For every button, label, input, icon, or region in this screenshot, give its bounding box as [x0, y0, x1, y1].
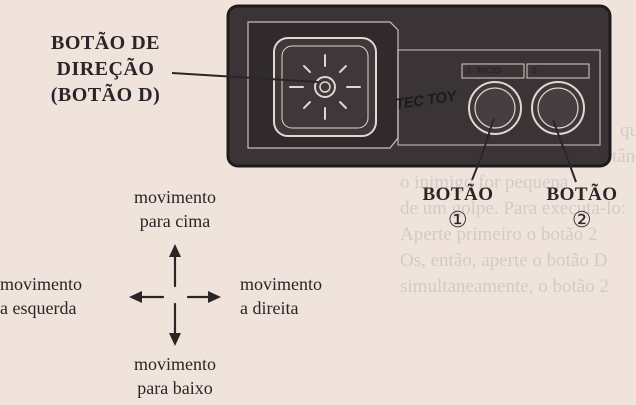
movement-down-line-1: movimento	[134, 354, 216, 374]
movement-left-label: movimento a esquerda	[0, 272, 122, 320]
movement-down-line-2: para baixo	[137, 378, 213, 398]
dpad-icon	[273, 37, 377, 137]
arrow-left-icon	[129, 291, 165, 303]
slot-1-label: 1- INICIO	[467, 66, 501, 75]
button-1-icon	[468, 81, 522, 135]
movement-right-line-2: a direita	[240, 298, 299, 318]
direction-label-line-2: DIREÇÃO	[56, 58, 155, 80]
controller	[226, 4, 612, 168]
movement-down-label: movimento para baixo	[100, 352, 250, 400]
movement-up-line-1: movimento	[134, 187, 216, 207]
movement-up-label: movimento para cima	[105, 185, 245, 233]
movement-right-label: movimento a direita	[240, 272, 370, 320]
leader-lines	[171, 72, 577, 183]
arrow-right-icon	[186, 291, 221, 303]
button-2-icon	[531, 81, 585, 135]
movement-left-line-2: a esquerda	[0, 298, 77, 318]
arrow-down-icon	[169, 302, 181, 346]
button-1-label: BOTÃO ①	[410, 183, 506, 233]
slot-2-label: 2-	[532, 66, 540, 75]
direction-arrows	[129, 244, 221, 346]
button-2-text: BOTÃO	[546, 184, 618, 205]
button-1-text: BOTÃO	[422, 184, 494, 205]
button-1-number: ①	[447, 207, 469, 232]
direction-label-line-1: BOTÃO DE	[50, 32, 161, 54]
movement-left-line-1: movimento	[0, 274, 82, 294]
button-2-label: BOTÃO ②	[530, 183, 634, 233]
movement-right-line-1: movimento	[240, 274, 322, 294]
arrow-up-icon	[169, 244, 181, 288]
movement-up-line-2: para cima	[139, 211, 211, 231]
direction-label-line-3: (BOTÃO D)	[50, 84, 161, 106]
direction-button-label: BOTÃO DE DIREÇÃO (BOTÃO D)	[28, 30, 183, 108]
button-2-number: ②	[571, 207, 593, 232]
